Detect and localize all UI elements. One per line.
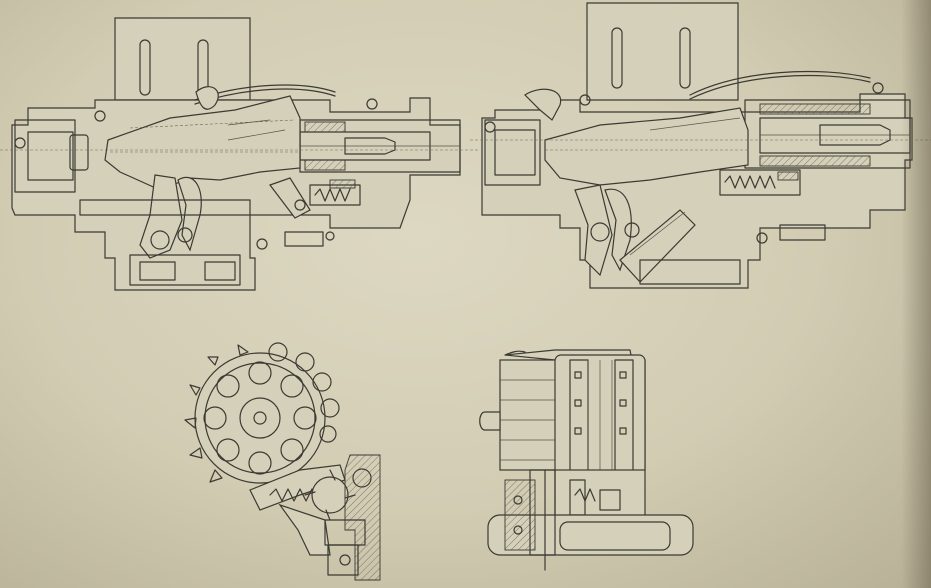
end-view-detail bbox=[479, 349, 694, 571]
left-sectional-view bbox=[11, 17, 461, 291]
right-sectional-view bbox=[481, 2, 913, 289]
feed-wheel-detail bbox=[184, 342, 381, 581]
